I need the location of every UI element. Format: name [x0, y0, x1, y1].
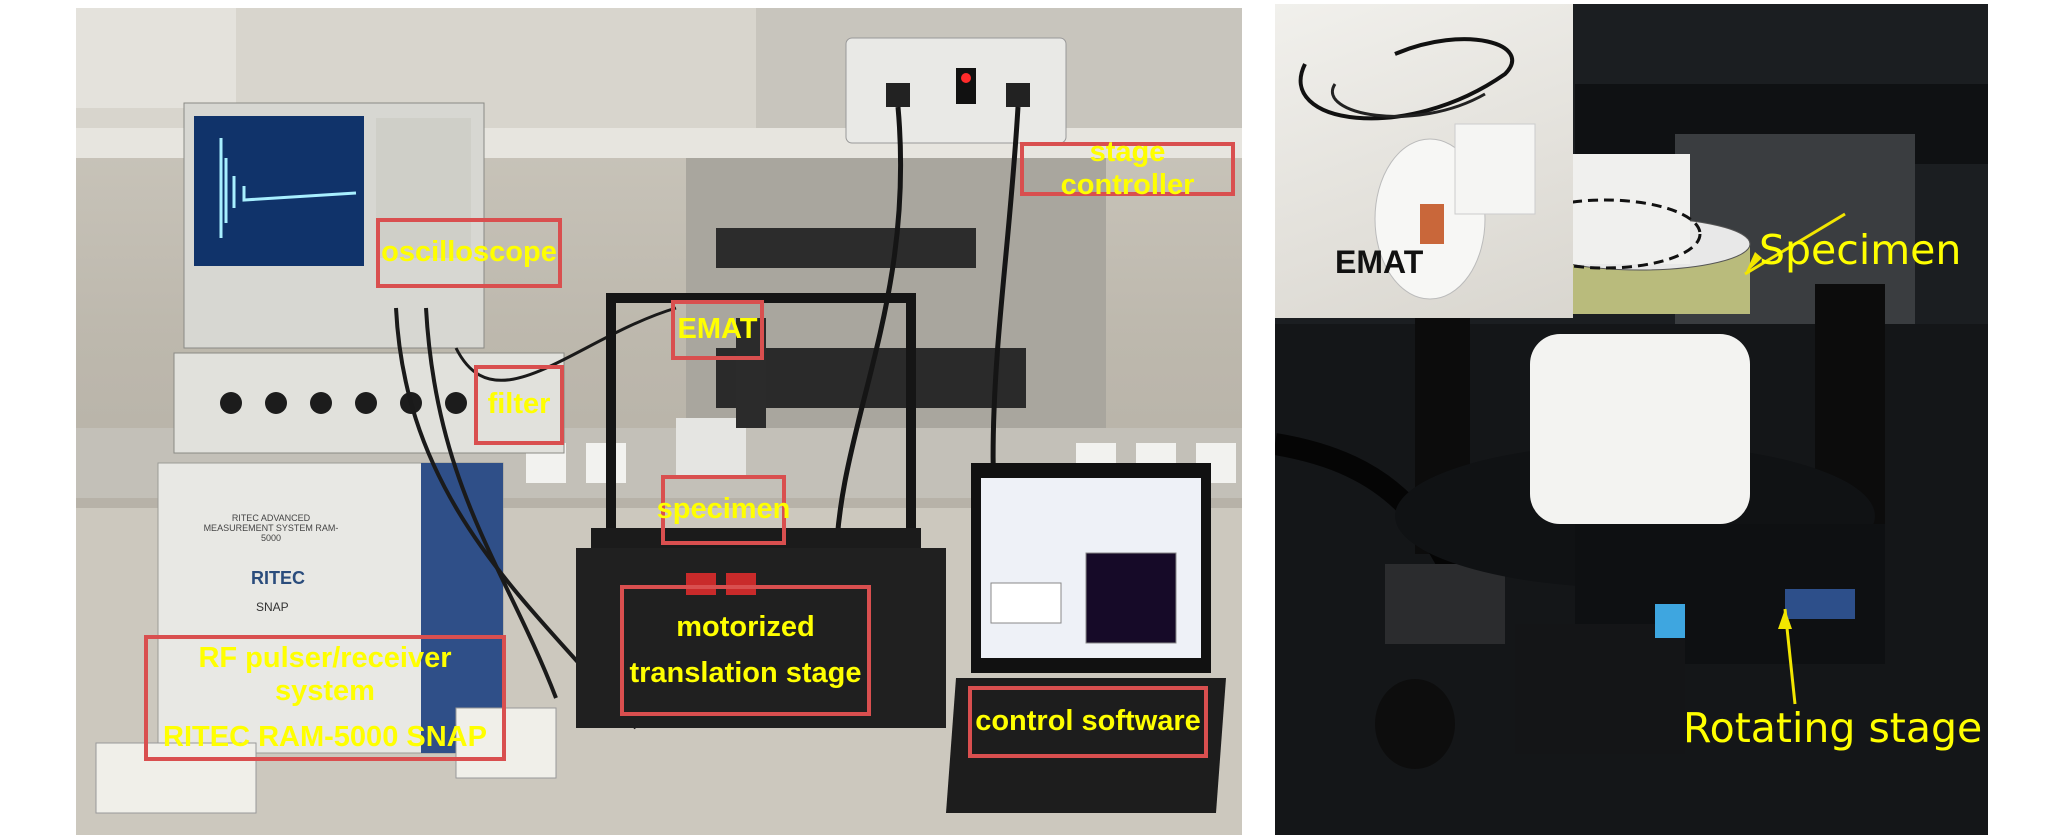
- specimen-arrow-head: [1745, 252, 1762, 274]
- oscilloscope-label: oscilloscope: [376, 218, 562, 288]
- stage-controller-label: stage controller: [1020, 136, 1235, 201]
- rack-bin-upper: [716, 228, 976, 268]
- emat-label-text: EMAT: [677, 313, 758, 346]
- rotating-stage-photo: EMAT Specimen Rotating stage: [1275, 4, 1988, 835]
- rotating-stage-callout: Rotating stage: [1683, 704, 1983, 752]
- cable: [424, 307, 558, 699]
- preamp-box: [95, 742, 257, 814]
- specimen-label-text: specimen: [656, 493, 791, 526]
- stage-controller-label-text: stage controller: [1060, 135, 1195, 201]
- stage-badge: [1785, 589, 1855, 619]
- stepper-motor: [1515, 624, 1685, 754]
- coil-cable: [1298, 37, 1515, 121]
- stage-stop: [726, 573, 756, 595]
- control-software-label-text: control software: [975, 705, 1201, 738]
- connector: [1385, 564, 1505, 644]
- power-switch: [956, 68, 976, 104]
- emat-coil: [1420, 204, 1444, 244]
- knob: [265, 392, 287, 414]
- ritec-side-panel: [421, 463, 503, 753]
- connector: [1006, 83, 1030, 107]
- rf-pulser-receiver-label: RF pulser/receiver system RITEC RAM-5000…: [144, 635, 506, 761]
- rotating-stage-scene: [1275, 4, 1988, 835]
- motorized-label-line1: motorized: [676, 611, 815, 644]
- ritec-header-text: RITEC ADVANCED MEASUREMENT SYSTEM RAM-50…: [203, 513, 339, 543]
- stage-frame-post: [606, 293, 616, 723]
- emat-housing: [1454, 123, 1536, 215]
- coil-cable: [1331, 83, 1486, 118]
- knob: [355, 392, 377, 414]
- connector: [886, 83, 910, 107]
- oscilloscope-controls: [376, 118, 471, 258]
- control-software-label: control software: [968, 686, 1208, 758]
- upper-equipment: [76, 8, 236, 108]
- oscilloscope-label-text: oscilloscope: [381, 236, 557, 269]
- snap-text: SNAP: [256, 600, 289, 614]
- software-waveform: [990, 582, 1062, 624]
- specimen-callout: Specimen: [1759, 226, 1962, 274]
- specimen-block: [676, 418, 746, 478]
- knob: [310, 392, 332, 414]
- stage-frame-post: [906, 293, 916, 723]
- ritec-logo-text: RITEC: [251, 568, 305, 588]
- filter-label: filter: [474, 365, 564, 445]
- rf-label-line2: RITEC RAM-5000 SNAP: [163, 720, 487, 753]
- power-led: [961, 73, 971, 83]
- filter-label-text: filter: [487, 388, 551, 421]
- receiver-box: [455, 707, 557, 779]
- specimen-arrow: [1744, 212, 1846, 276]
- software-plot: [1085, 552, 1177, 644]
- specimen-holder: [1530, 334, 1750, 524]
- coupling: [1655, 604, 1685, 638]
- specimen-label: specimen: [657, 475, 790, 545]
- motor-knob: [1375, 679, 1455, 769]
- stage-stop: [686, 573, 716, 595]
- cable: [454, 306, 677, 382]
- emat-label: EMAT: [671, 300, 764, 360]
- laptop-keyboard: [946, 678, 1226, 813]
- lab-setup-scene: [76, 8, 1242, 835]
- motorized-label-line2: translation stage: [629, 656, 862, 689]
- cable: [833, 106, 904, 569]
- stage-base: [576, 548, 946, 728]
- waveform: [219, 138, 357, 238]
- motorized-translation-stage-label: motorized translation stage: [620, 585, 871, 716]
- emat-inset-photo: EMAT: [1275, 4, 1573, 318]
- emat-inset-scene: [1298, 37, 1536, 300]
- knob: [445, 392, 467, 414]
- knob: [220, 392, 242, 414]
- lab-setup-photo: stage controller oscilloscope EMAT filte…: [76, 8, 1242, 835]
- rf-label-line1: RF pulser/receiver system: [198, 641, 452, 708]
- stage-frame-beam: [606, 293, 916, 303]
- rotating-stage-arrow-head: [1778, 609, 1792, 629]
- emat-inset-label: EMAT: [1335, 244, 1424, 280]
